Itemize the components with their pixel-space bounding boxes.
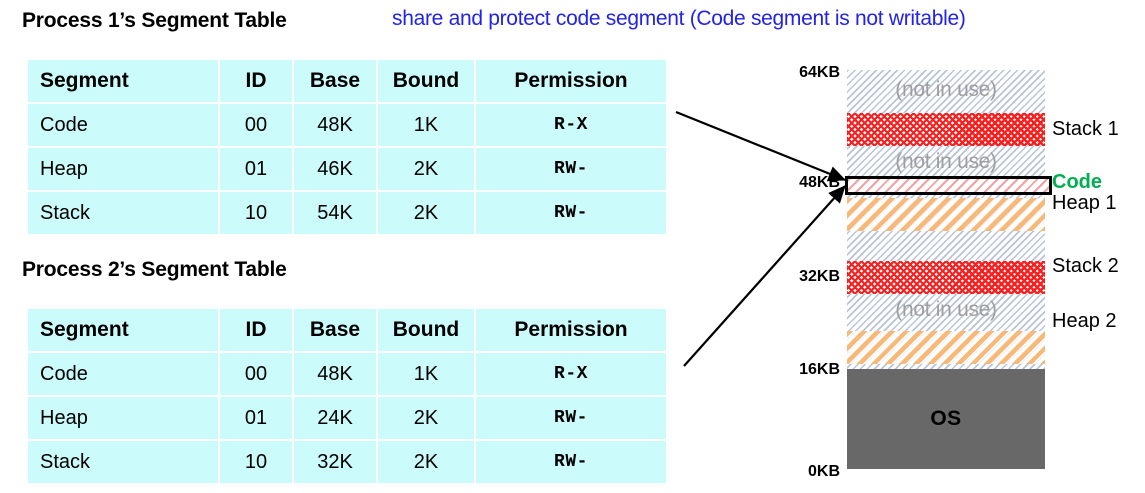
column-header-id: ID xyxy=(220,60,292,102)
band-code xyxy=(845,176,1052,195)
side-label-heap-1: Heap 1 xyxy=(1052,192,1117,214)
axis-label-48kb: 48KB xyxy=(799,174,840,191)
physical-memory-diagram: 64KB 48KB 32KB 16KB 0KB (not in use) (no… xyxy=(790,0,1145,493)
segment-table-process-1: Segment ID Base Bound Permission Code 00… xyxy=(26,58,668,236)
axis-label-32kb: 32KB xyxy=(799,268,840,285)
cell-permission: RW- xyxy=(476,441,666,483)
page-title-process-2: Process 2’s Segment Table xyxy=(22,258,287,281)
table-row: Stack 10 32K 2K RW- xyxy=(28,441,666,483)
column-header-bound: Bound xyxy=(378,60,474,102)
cell-base: 46K xyxy=(294,148,376,190)
os-label: OS xyxy=(930,407,962,430)
cell-base: 24K xyxy=(294,397,376,439)
table-row: Stack 10 54K 2K RW- xyxy=(28,192,666,234)
column-header-base: Base xyxy=(294,60,376,102)
cell-bound: 2K xyxy=(378,397,474,439)
cell-segment: Stack xyxy=(28,192,218,234)
side-label-stack-1: Stack 1 xyxy=(1052,118,1119,140)
cell-permission: R-X xyxy=(476,104,666,146)
cell-id: 00 xyxy=(220,104,292,146)
cell-bound: 2K xyxy=(378,148,474,190)
column-header-base: Base xyxy=(294,309,376,351)
column-header-id: ID xyxy=(220,309,292,351)
column-header-bound: Bound xyxy=(378,309,474,351)
band-stack-2 xyxy=(847,261,1045,294)
cell-bound: 1K xyxy=(378,104,474,146)
cell-id: 10 xyxy=(220,192,292,234)
cell-permission: RW- xyxy=(476,397,666,439)
band-heap-1 xyxy=(847,198,1045,231)
cell-permission: RW- xyxy=(476,192,666,234)
band-heap-2 xyxy=(847,331,1045,364)
segment-table-process-2: Segment ID Base Bound Permission Code 00… xyxy=(26,307,668,485)
axis-label-0kb: 0KB xyxy=(807,463,840,480)
cell-segment: Code xyxy=(28,104,218,146)
side-label-code: Code xyxy=(1052,171,1102,193)
cell-bound: 2K xyxy=(378,192,474,234)
cell-base: 54K xyxy=(294,192,376,234)
cell-id: 01 xyxy=(220,148,292,190)
table-row: Code 00 48K 1K R-X xyxy=(28,353,666,395)
table-header-row: Segment ID Base Bound Permission xyxy=(28,60,666,102)
memory-bar: (not in use) (not in use) (not in use) O… xyxy=(845,70,1052,469)
band-os: OS xyxy=(847,369,1045,469)
not-in-use-label-top: (not in use) xyxy=(895,78,997,101)
not-in-use-label-mid: (not in use) xyxy=(895,150,997,173)
cell-base: 48K xyxy=(294,104,376,146)
band-stack-1 xyxy=(847,113,1045,146)
cell-permission: R-X xyxy=(476,353,666,395)
cell-segment: Heap xyxy=(28,397,218,439)
cell-permission: RW- xyxy=(476,148,666,190)
table-row: Code 00 48K 1K R-X xyxy=(28,104,666,146)
cell-base: 48K xyxy=(294,353,376,395)
column-header-segment: Segment xyxy=(28,60,218,102)
cell-bound: 1K xyxy=(378,353,474,395)
page-title-process-1: Process 1’s Segment Table xyxy=(22,9,287,32)
cell-bound: 2K xyxy=(378,441,474,483)
axis-label-16kb: 16KB xyxy=(799,361,840,378)
axis-label-64kb: 64KB xyxy=(799,64,840,81)
cell-id: 10 xyxy=(220,441,292,483)
annotation-note: share and protect code segment (Code seg… xyxy=(392,7,966,30)
side-label-heap-2: Heap 2 xyxy=(1052,310,1117,332)
table-row: Heap 01 24K 2K RW- xyxy=(28,397,666,439)
column-header-permission: Permission xyxy=(476,60,666,102)
cell-segment: Stack xyxy=(28,441,218,483)
column-header-segment: Segment xyxy=(28,309,218,351)
cell-segment: Code xyxy=(28,353,218,395)
column-header-permission: Permission xyxy=(476,309,666,351)
not-in-use-label-low: (not in use) xyxy=(895,298,997,321)
cell-id: 01 xyxy=(220,397,292,439)
table-header-row: Segment ID Base Bound Permission xyxy=(28,309,666,351)
cell-segment: Heap xyxy=(28,148,218,190)
cell-base: 32K xyxy=(294,441,376,483)
cell-id: 00 xyxy=(220,353,292,395)
table-row: Heap 01 46K 2K RW- xyxy=(28,148,666,190)
side-label-stack-2: Stack 2 xyxy=(1052,255,1119,277)
